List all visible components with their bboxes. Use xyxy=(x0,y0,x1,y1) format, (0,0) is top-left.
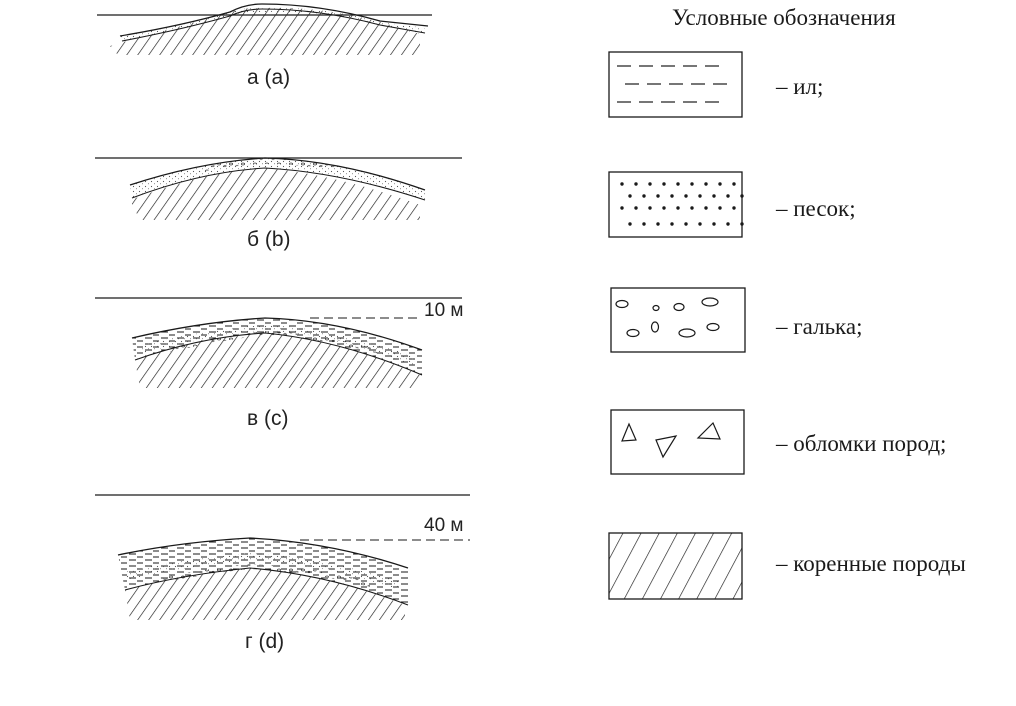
sediment-top xyxy=(131,317,423,351)
panel-c-section xyxy=(95,297,462,388)
sand-dot xyxy=(690,182,694,186)
sand-dot xyxy=(620,182,624,186)
sand-dot xyxy=(684,222,688,226)
sand-dot xyxy=(698,194,702,198)
bedrock xyxy=(135,333,420,388)
sand-dot xyxy=(698,222,702,226)
sand-dot xyxy=(732,182,736,186)
panel-b-section xyxy=(95,157,462,220)
legend-swatch-pebbles xyxy=(610,287,746,353)
bedrock-surface xyxy=(124,567,409,606)
sand-dot xyxy=(642,222,646,226)
legend-swatch-sand xyxy=(608,171,744,238)
sand-dot xyxy=(662,206,666,210)
legend-swatch-rock-fragments xyxy=(610,409,745,475)
silt-layer xyxy=(132,318,422,375)
sand-dot xyxy=(662,182,666,186)
panel-a-section xyxy=(97,3,432,55)
sand-dot xyxy=(656,222,660,226)
sand-dot xyxy=(726,222,730,226)
sand-dot xyxy=(732,206,736,210)
depth-label-d: 40 м xyxy=(424,515,464,536)
sand-dot xyxy=(648,182,652,186)
sand-dot xyxy=(726,194,730,198)
sand-dot xyxy=(712,222,716,226)
sediment-top xyxy=(129,157,426,191)
sand-dot xyxy=(676,206,680,210)
sand-dot xyxy=(676,182,680,186)
sand-dot xyxy=(740,194,744,198)
sand-dot xyxy=(642,194,646,198)
silt-layer xyxy=(118,538,408,605)
bedrock xyxy=(125,568,405,620)
pebble-layer xyxy=(200,159,335,172)
bedrock xyxy=(110,7,420,55)
sand-dot xyxy=(628,222,632,226)
sand-layer xyxy=(125,553,400,590)
bedrock-surface xyxy=(121,8,426,42)
legend-swatch-silt xyxy=(608,51,743,118)
legend-label-sand: – песок; xyxy=(776,196,856,221)
panel-label-b: б (b) xyxy=(247,228,291,251)
pebble-layer xyxy=(160,564,370,587)
sediment-top xyxy=(119,3,429,37)
sand-dot xyxy=(684,194,688,198)
legend-label-silt: – ил; xyxy=(776,74,824,99)
depth-label-c: 10 м xyxy=(424,300,464,321)
legend-label-bedrock: – коренные породы xyxy=(776,551,966,576)
legend-title: Условные обозначения xyxy=(672,5,896,30)
legend-label-rock-fragments: – обломки пород; xyxy=(776,431,947,456)
sand-dot xyxy=(634,182,638,186)
panel-label-d: г (d) xyxy=(245,630,285,653)
bedrock-surface xyxy=(131,167,426,201)
sand-dot xyxy=(718,182,722,186)
sand-dot xyxy=(634,206,638,210)
legend-swatch-bedrock xyxy=(608,532,743,600)
panel-d-section xyxy=(95,494,470,620)
sand-dot xyxy=(620,206,624,210)
sediment-top xyxy=(117,537,409,569)
sand-dot xyxy=(670,222,674,226)
bedrock xyxy=(130,168,420,220)
sand-dot xyxy=(712,194,716,198)
panel-label-a: а (a) xyxy=(247,66,291,89)
sand-layer xyxy=(120,7,425,41)
sand-dot xyxy=(690,206,694,210)
sand-dot xyxy=(704,182,708,186)
sand-dot xyxy=(740,222,744,226)
sand-dot xyxy=(670,194,674,198)
sand-layer xyxy=(140,325,415,366)
legend-label-pebbles: – галька; xyxy=(776,314,863,339)
sand-dot xyxy=(704,206,708,210)
sand-dot xyxy=(656,194,660,198)
sand-dot xyxy=(718,206,722,210)
sand-dot xyxy=(628,194,632,198)
panel-label-c: в (c) xyxy=(247,407,289,430)
sand-dot xyxy=(648,206,652,210)
bedrock-surface xyxy=(134,332,423,376)
pebble-layer xyxy=(170,331,380,354)
